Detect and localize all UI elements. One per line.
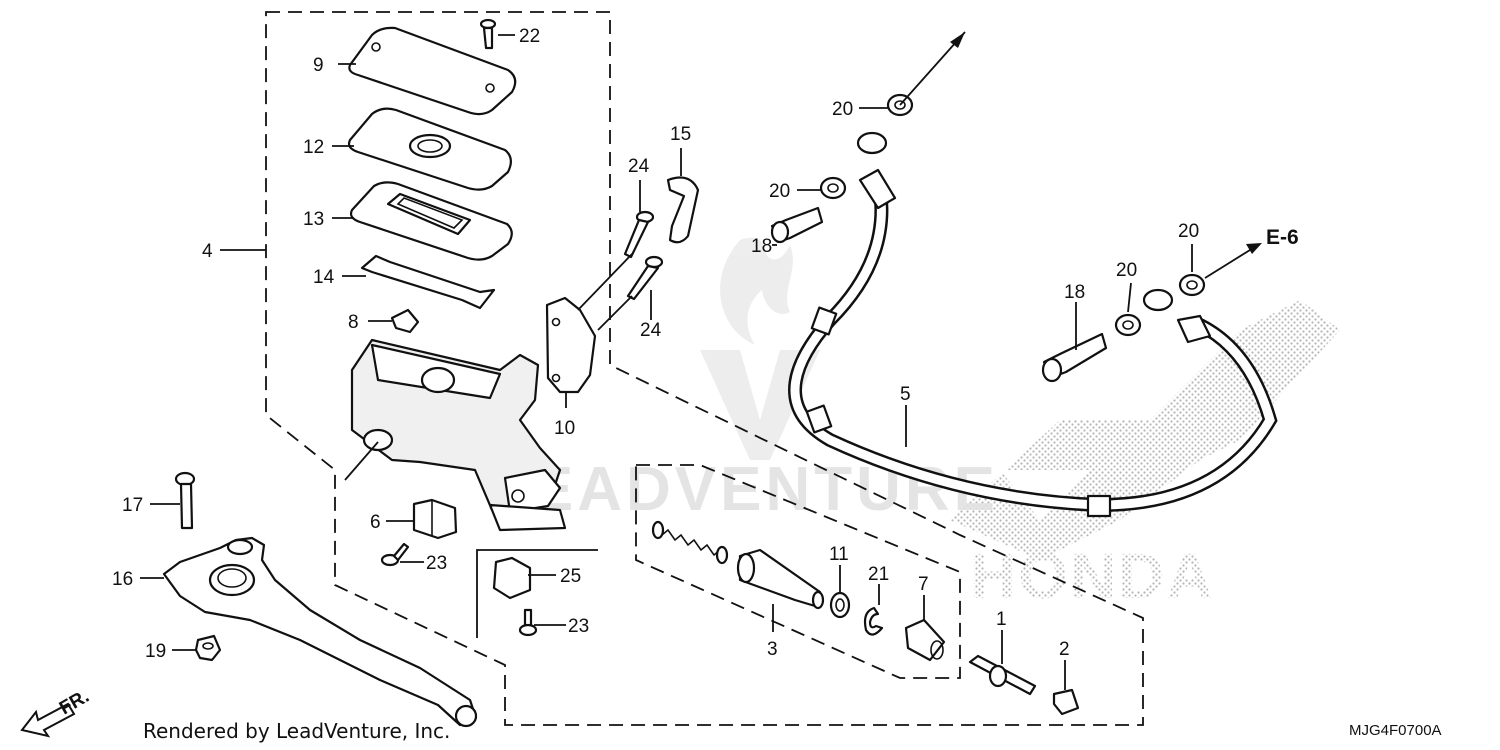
callout-20-a: 20 bbox=[832, 99, 853, 120]
front-direction-arrow-icon bbox=[20, 702, 76, 738]
callout-14: 14 bbox=[313, 267, 335, 288]
clamp-holder bbox=[545, 296, 597, 394]
callout-12: 12 bbox=[303, 137, 324, 158]
callout-5: 5 bbox=[900, 384, 911, 405]
reservoir-seal bbox=[360, 254, 496, 310]
oil-bolt-a bbox=[770, 206, 824, 244]
cap-2 bbox=[1052, 688, 1080, 716]
callout-1: 1 bbox=[996, 609, 1007, 630]
callout-6: 6 bbox=[370, 512, 381, 533]
callout-20-c: 20 bbox=[1116, 260, 1137, 281]
callout-leaders bbox=[140, 31, 1259, 690]
oil-bolt-b bbox=[1041, 332, 1108, 383]
callout-9: 9 bbox=[313, 55, 324, 76]
boot-7 bbox=[904, 618, 946, 662]
callout-24-lower: 24 bbox=[640, 320, 662, 341]
brake-switch bbox=[412, 498, 458, 540]
callout-8: 8 bbox=[348, 312, 359, 333]
callout-21: 21 bbox=[868, 564, 889, 585]
sealing-washer-b bbox=[819, 176, 847, 200]
section-ref-label: E-6 bbox=[1266, 226, 1299, 249]
callout-16: 16 bbox=[112, 569, 133, 590]
lever-pivot-bolt bbox=[174, 471, 196, 530]
switch-screw-b bbox=[518, 608, 538, 637]
leadventure-watermark-text: LEADVENTURE bbox=[490, 455, 999, 524]
callout-7: 7 bbox=[918, 574, 929, 595]
assembly-25-boundary bbox=[476, 549, 598, 638]
master-cylinder-body bbox=[350, 338, 567, 532]
snap-ring-21 bbox=[863, 606, 884, 636]
washer-11 bbox=[829, 591, 851, 619]
switch-25 bbox=[492, 556, 532, 600]
callout-17: 17 bbox=[122, 495, 143, 516]
callout-numbers: 9 22 12 13 14 8 4 10 24 24 15 17 16 19 6… bbox=[112, 26, 1199, 662]
callout-20-d: 20 bbox=[1178, 221, 1199, 242]
callout-19: 19 bbox=[145, 641, 166, 662]
diaphragm-plate bbox=[347, 107, 512, 191]
callout-4: 4 bbox=[202, 241, 213, 262]
callout-2: 2 bbox=[1059, 639, 1070, 660]
brake-lever bbox=[162, 536, 478, 728]
assembly-4-boundary bbox=[265, 11, 1144, 726]
switch-screw-a bbox=[380, 542, 410, 567]
brake-hose bbox=[788, 131, 1278, 518]
cap-screw bbox=[479, 18, 497, 50]
callout-23-a: 23 bbox=[426, 553, 447, 574]
section-ref-arrow-icon bbox=[1246, 243, 1262, 254]
callout-18-a: 18 bbox=[751, 236, 772, 257]
reservoir-cap bbox=[348, 26, 517, 116]
diagram-code: MJG4F0700A bbox=[1349, 722, 1442, 739]
callout-11: 11 bbox=[829, 544, 849, 565]
diaphragm bbox=[349, 181, 513, 261]
assembly-3-boundary bbox=[635, 464, 961, 679]
piston-spring bbox=[651, 520, 729, 565]
callout-22: 22 bbox=[519, 26, 540, 47]
clamp-bolt-upper bbox=[623, 210, 655, 259]
callout-20-b: 20 bbox=[769, 181, 790, 202]
honda-watermark: HONDA bbox=[950, 300, 1340, 612]
retaining-clip bbox=[390, 308, 420, 334]
honda-watermark-text: HONDA bbox=[970, 540, 1215, 612]
callout-3: 3 bbox=[767, 639, 778, 660]
piston bbox=[736, 548, 825, 610]
render-credit: Rendered by LeadVenture, Inc. bbox=[143, 719, 450, 743]
callout-24-upper: 24 bbox=[628, 156, 650, 177]
hose-upper-arrow-icon bbox=[950, 32, 965, 48]
holder-cover bbox=[666, 176, 700, 244]
callout-15: 15 bbox=[670, 124, 691, 145]
callout-25: 25 bbox=[560, 566, 581, 587]
clamp-bolt-lower bbox=[626, 255, 664, 301]
sealing-washer-d bbox=[1178, 273, 1206, 297]
callout-23-b: 23 bbox=[568, 616, 589, 637]
callout-13: 13 bbox=[303, 209, 324, 230]
sealing-washer-c bbox=[1114, 313, 1142, 337]
pivot-nut bbox=[194, 634, 222, 662]
callout-10: 10 bbox=[554, 418, 575, 439]
push-rod-1 bbox=[968, 654, 1037, 696]
callout-18-b: 18 bbox=[1064, 282, 1085, 303]
